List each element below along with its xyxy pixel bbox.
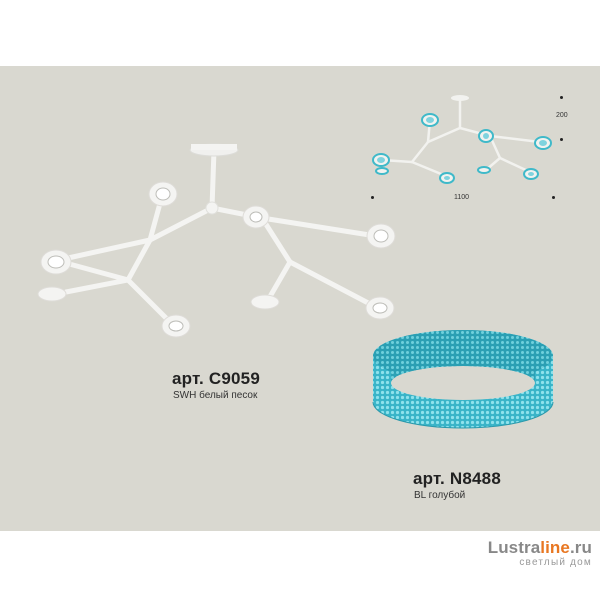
brand-logo: Lustraline.ru светлый дом bbox=[462, 538, 592, 568]
product1-finish: SWH белый песок bbox=[173, 390, 258, 401]
brand-logo-tagline: светлый дом bbox=[519, 557, 592, 568]
dimension-dot bbox=[560, 96, 563, 99]
product2-finish: BL голубой bbox=[414, 490, 466, 501]
product-panel bbox=[0, 66, 600, 531]
dimension-dot bbox=[560, 138, 563, 141]
product1-article: арт. C9059 bbox=[172, 369, 260, 388]
dimension-dot bbox=[371, 196, 374, 199]
product2-article: арт. N8488 bbox=[413, 469, 501, 488]
dimension-width: 1100 bbox=[454, 194, 470, 201]
dimension-height: 200 bbox=[556, 112, 568, 119]
dimension-dot bbox=[552, 196, 555, 199]
brand-logo-name: Lustraline.ru bbox=[487, 538, 592, 557]
